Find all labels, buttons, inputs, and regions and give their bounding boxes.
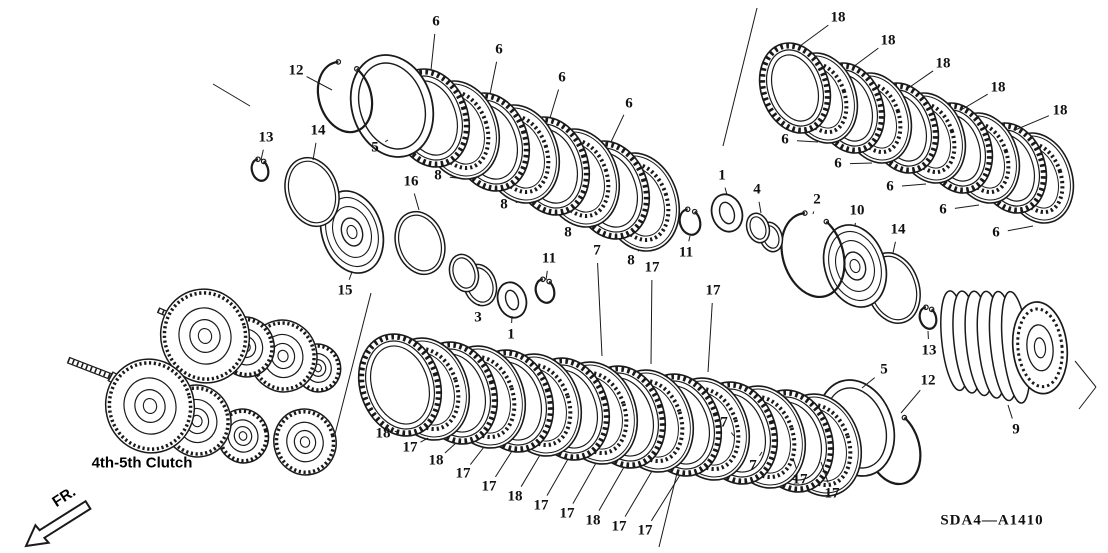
leader-line bbox=[650, 279, 653, 365]
leader-line bbox=[348, 271, 353, 280]
leader-line bbox=[849, 162, 873, 165]
leader-line bbox=[384, 139, 389, 143]
leader-line bbox=[420, 437, 429, 443]
leader-line bbox=[549, 89, 560, 119]
leader-line bbox=[495, 450, 513, 478]
leader-line bbox=[796, 140, 819, 143]
leader-line bbox=[688, 235, 691, 242]
leader-line bbox=[520, 454, 541, 487]
leader-line bbox=[546, 458, 569, 496]
leader-line bbox=[572, 462, 597, 504]
leader-line bbox=[812, 211, 815, 215]
leader-line bbox=[852, 47, 879, 68]
leader-line bbox=[577, 225, 580, 227]
leader-line bbox=[901, 183, 927, 187]
leader-line bbox=[1007, 404, 1013, 419]
leader-line bbox=[449, 176, 458, 179]
leader-line bbox=[444, 442, 457, 454]
leader-line bbox=[960, 93, 988, 111]
leader-line bbox=[610, 114, 625, 143]
leader-line bbox=[545, 270, 548, 281]
leader-line bbox=[1007, 225, 1034, 232]
leader-line bbox=[707, 302, 713, 373]
leader-line bbox=[637, 249, 640, 252]
assembly-caption: 4th-5th Clutch bbox=[91, 454, 193, 472]
leader-line bbox=[469, 446, 485, 465]
leader-line bbox=[730, 432, 735, 437]
leader-line bbox=[792, 457, 797, 469]
leader-line bbox=[799, 24, 829, 47]
leader-line bbox=[758, 201, 762, 214]
leader-line bbox=[413, 193, 420, 211]
leader-line bbox=[861, 377, 876, 389]
leader-line bbox=[724, 187, 728, 196]
leader-line bbox=[489, 61, 498, 95]
leader-line bbox=[306, 76, 333, 91]
leader-line bbox=[906, 70, 934, 90]
leader-line bbox=[650, 474, 681, 522]
fr-arrow-icon bbox=[24, 499, 92, 548]
leader-line bbox=[1014, 115, 1050, 131]
leader-line bbox=[759, 451, 763, 457]
leader-line bbox=[954, 204, 980, 209]
leader-line bbox=[260, 149, 264, 161]
diagram-code-label: SDA4—A1410 bbox=[940, 512, 1044, 529]
leader-line bbox=[394, 430, 399, 433]
leader-line bbox=[598, 466, 625, 511]
leader-line bbox=[900, 389, 921, 414]
leader-line bbox=[597, 262, 603, 357]
leader-line bbox=[820, 461, 829, 483]
leader-line bbox=[892, 241, 896, 254]
leader-line bbox=[312, 142, 317, 161]
leader-line bbox=[430, 33, 436, 71]
leader-line bbox=[624, 470, 653, 517]
